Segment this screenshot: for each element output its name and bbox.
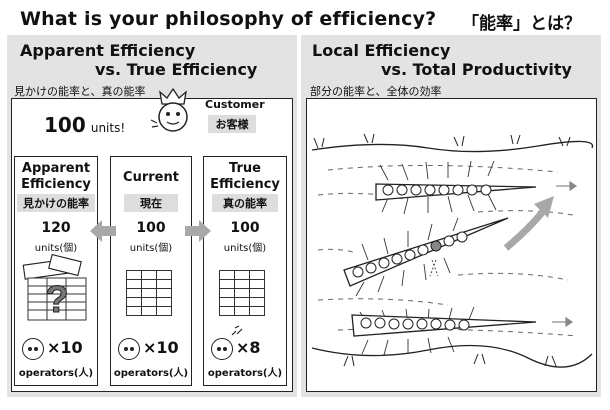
apparent-title-line2: Efficiency [14,177,98,193]
right-subtitle: 部分の能率と、全体の効率 [310,83,442,99]
multiply-sign: × [143,338,156,357]
true-title-line2: Efficiency [203,177,287,193]
page-title-jp: 「能率」とは？ [462,9,581,34]
customer-demand: 100 units! [44,113,125,137]
true-units: units(個) [203,239,287,254]
left-subtitle: 見かけの能率と、真の能率 [14,83,146,99]
question-mark-icon: ? [20,252,92,324]
apparent-operator-count: ×10 [47,338,83,357]
multiply-sign: × [47,338,60,357]
right-heading-line1: Local Efficiency [312,41,450,60]
sparkle-icon [230,325,244,337]
true-operator-count: ×8 [236,338,261,357]
current-operator-number: 10 [156,338,178,357]
apparent-title-line1: Apparent [14,161,98,177]
left-heading-line1: Apparent Efficiency [20,41,195,60]
apparent-number: 120 [14,220,98,236]
customer-icon [148,86,202,138]
apparent-tag: 見かけの能率 [17,194,95,212]
neat-stack-icon [126,270,172,316]
river-boats-illustration [308,100,594,388]
left-heading-line2: vs. True Efficiency [95,60,257,79]
true-number: 100 [203,220,287,236]
current-tag: 現在 [124,194,178,212]
apparent-operator-number: 10 [60,338,82,357]
neat-stack-icon [219,270,265,316]
operator-face-icon [211,338,233,360]
true-title-line1: True [203,161,287,177]
current-title: Current [110,170,192,186]
current-number: 100 [110,220,192,236]
svg-text:?: ? [45,279,68,321]
current-units: units(個) [110,239,192,254]
true-tag: 真の能率 [212,194,278,212]
customer-label: Customer [205,98,265,111]
apparent-operators-label: operators(人) [14,364,98,379]
customer-demand-units: units! [91,121,125,135]
customer-label-jp: お客様 [208,115,256,133]
page-title: What is your philosophy of efficiency? [20,8,436,30]
multiply-sign: × [236,338,249,357]
right-heading-line2: vs. Total Productivity [381,60,572,79]
customer-demand-number: 100 [44,113,86,137]
operator-face-icon [118,338,140,360]
operator-face-icon [22,338,44,360]
true-operator-number: 8 [249,338,260,357]
current-operators-label: operators(人) [110,364,192,379]
true-operators-label: operators(人) [203,364,287,379]
current-operator-count: ×10 [143,338,179,357]
